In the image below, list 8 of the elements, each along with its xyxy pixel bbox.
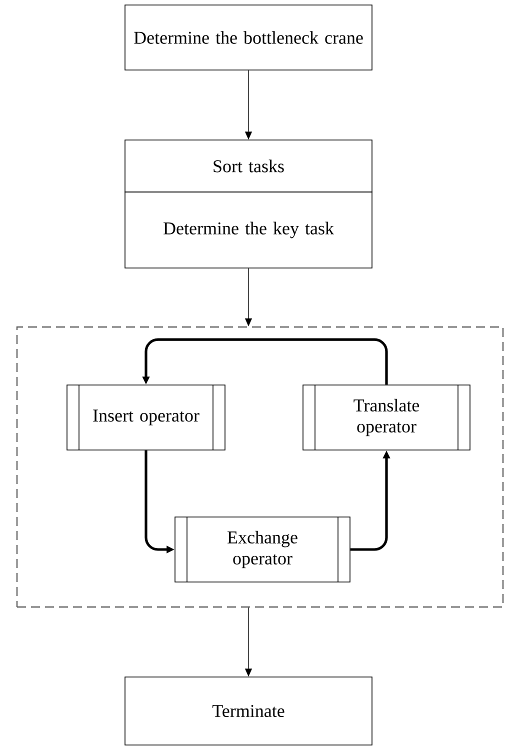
subprocess-box: Insert operator [66, 384, 226, 450]
process-box: Terminate [124, 676, 372, 746]
subprocess-box: Exchange operator [174, 516, 350, 582]
subprocess-box: Translate operator [302, 384, 470, 450]
process-box: Determine the key task [124, 192, 372, 268]
process-box: Sort tasks [124, 140, 372, 192]
process-box: Determine the bottleneck crane [124, 4, 372, 70]
dashed-group-box [16, 326, 504, 608]
